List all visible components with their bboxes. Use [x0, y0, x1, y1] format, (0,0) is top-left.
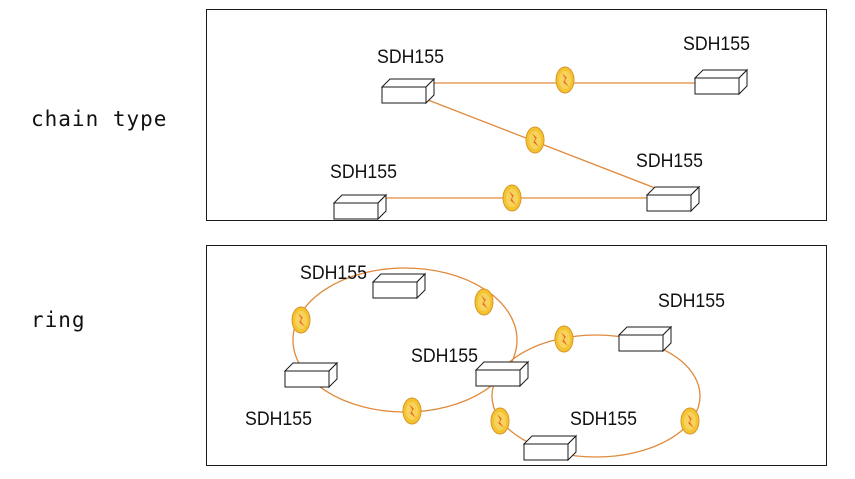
ring-node-label: SDH155 [570, 409, 637, 430]
ring-node-label: SDH155 [300, 263, 367, 284]
optical-repeater-icon [474, 288, 494, 316]
network-device-icon [372, 273, 426, 299]
ring-node-label: SDH155 [245, 409, 312, 430]
optical-repeater-icon [554, 325, 574, 353]
optical-repeater-icon [402, 397, 422, 425]
network-device-icon [618, 326, 672, 352]
chain-type-label: chain type [31, 107, 168, 131]
chain-node-label: SDH155 [330, 162, 397, 183]
optical-repeater-icon [555, 66, 575, 94]
ring-label: ring [31, 308, 86, 332]
chain-panel [206, 9, 827, 221]
ring-node-label: SDH155 [658, 291, 725, 312]
network-device-icon [381, 78, 435, 104]
optical-repeater-icon [525, 126, 545, 154]
optical-repeater-icon [291, 306, 311, 334]
chain-node-label: SDH155 [377, 47, 444, 68]
optical-repeater-icon [490, 407, 510, 435]
ring-panel [206, 245, 827, 466]
network-device-icon [646, 186, 700, 212]
chain-node-label: SDH155 [683, 34, 750, 55]
network-device-icon [284, 362, 338, 388]
optical-repeater-icon [502, 184, 522, 212]
network-device-icon [523, 435, 577, 461]
optical-repeater-icon [680, 407, 700, 435]
network-device-icon [333, 194, 387, 220]
network-device-icon [694, 69, 748, 95]
network-device-icon [475, 361, 529, 387]
chain-node-label: SDH155 [636, 151, 703, 172]
ring-right [491, 334, 701, 458]
ring-node-label: SDH155 [411, 346, 478, 367]
